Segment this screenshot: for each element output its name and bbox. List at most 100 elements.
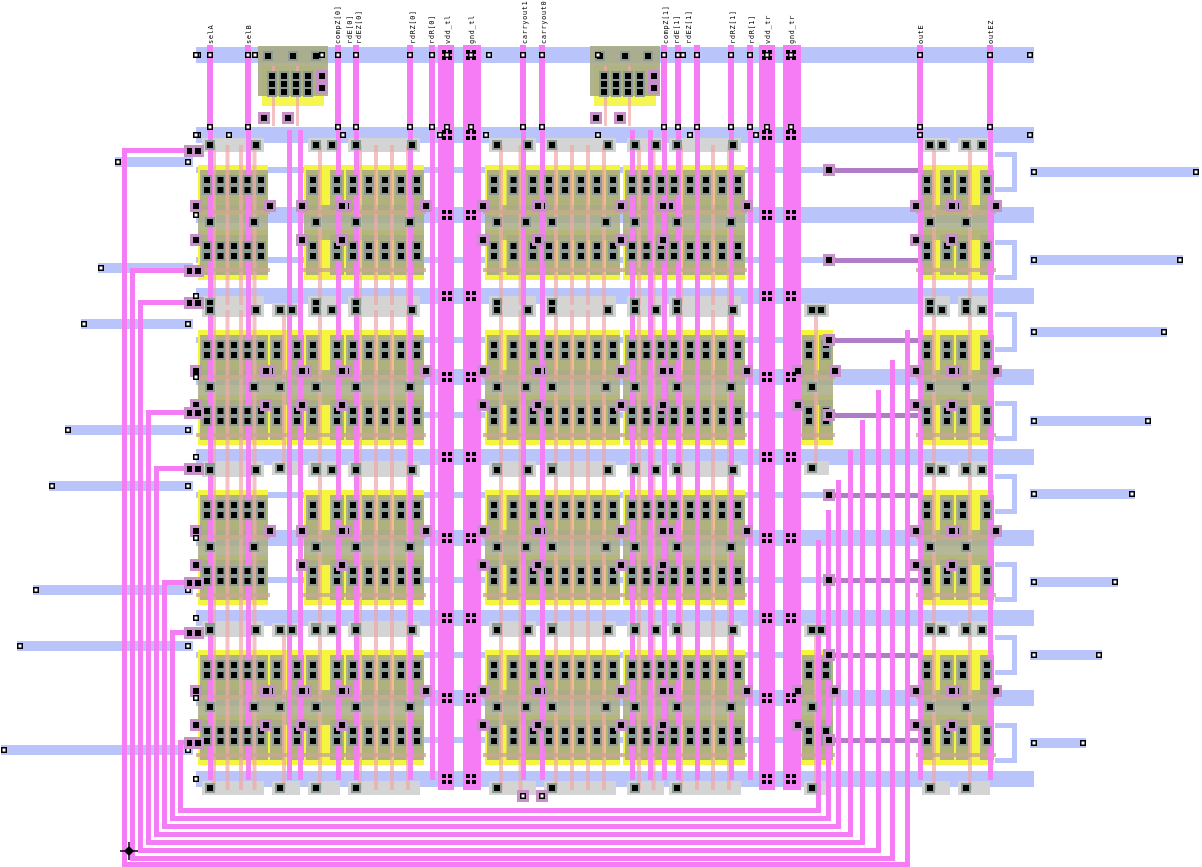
contact-cut	[407, 219, 413, 225]
via-cluster	[466, 378, 470, 382]
contact-cut	[217, 738, 224, 744]
contact-cut	[703, 177, 709, 183]
via-cut	[618, 562, 624, 568]
cursor-center	[124, 846, 134, 856]
contact-cut	[687, 253, 693, 259]
contact-cut	[231, 352, 237, 358]
pdiff-strap	[302, 535, 346, 539]
metal2-loop-wire	[848, 450, 853, 837]
contact-cut	[277, 384, 283, 390]
contact-cut	[629, 352, 635, 358]
contact-cut	[562, 177, 568, 183]
contact-cut	[491, 662, 497, 668]
contact-cut	[525, 307, 531, 313]
contact-cut	[329, 142, 335, 148]
contact-cut	[366, 578, 372, 584]
via-cluster	[448, 452, 452, 456]
via-cluster	[762, 130, 766, 134]
contact-cut	[927, 467, 933, 473]
pdiff-strap	[266, 753, 306, 757]
via-cut	[299, 722, 305, 728]
contact-cut	[510, 662, 517, 668]
contact-cut	[546, 352, 552, 358]
metal2-loop-wire	[130, 268, 190, 273]
contact-cut	[578, 578, 584, 584]
contact-cut	[204, 738, 210, 744]
contact-cut	[719, 408, 725, 414]
contact-cut	[244, 352, 251, 358]
contact-cut	[562, 568, 568, 574]
left-input-wire	[49, 481, 193, 491]
via-cluster	[448, 619, 452, 623]
via-cluster	[786, 533, 790, 537]
contact-cut	[293, 81, 299, 87]
metal1-loop	[995, 562, 1015, 567]
contact-cut	[939, 142, 945, 148]
contact-cut	[643, 738, 650, 744]
contact-cut	[310, 408, 316, 414]
contact-cut	[939, 307, 945, 313]
via-cluster	[466, 458, 470, 462]
metal2-pin-line	[335, 45, 341, 131]
metal1-loop	[995, 670, 1015, 675]
contact-cut	[610, 187, 616, 193]
via-cluster	[762, 619, 766, 623]
contact-cut	[353, 142, 359, 148]
contact-cut	[823, 352, 829, 358]
via-cut	[618, 402, 624, 408]
via-cut	[660, 562, 666, 568]
contact-cut	[350, 578, 356, 584]
via-cut	[285, 115, 291, 121]
contact-cut	[294, 352, 300, 358]
metal2-signal	[430, 130, 435, 780]
contact-cut	[927, 307, 933, 313]
contact-cut	[491, 568, 497, 574]
contact-cut	[562, 418, 568, 424]
via-cut	[667, 528, 673, 534]
contact-cut	[310, 672, 316, 678]
pin-center	[408, 53, 412, 57]
contact-cut	[719, 187, 725, 193]
via-cluster	[792, 130, 796, 134]
contact-cut	[719, 342, 725, 348]
via-cluster	[792, 378, 796, 382]
contact-cut	[610, 568, 616, 574]
metal2-pin-line	[207, 45, 213, 131]
metal2-signal	[695, 130, 700, 780]
contact-cut	[334, 187, 340, 193]
pdiff-strap	[621, 433, 670, 437]
contact-cut	[629, 243, 635, 249]
contact-cut	[204, 243, 210, 249]
contact-cut	[398, 728, 404, 734]
via-cluster	[762, 539, 766, 543]
pdiff-strap	[952, 375, 996, 379]
contact-cut	[231, 253, 237, 259]
contact-cut	[549, 219, 555, 225]
contact-cut	[269, 73, 275, 79]
contact-cut	[231, 662, 237, 668]
contact-cut	[594, 662, 600, 668]
via-cut	[660, 688, 666, 694]
contact-cut	[658, 578, 664, 584]
contact-cut	[927, 785, 933, 791]
contact-cut	[398, 568, 404, 574]
pdiff-strap	[952, 695, 996, 699]
contact-cut	[610, 738, 616, 744]
metal2-loop-wire	[146, 410, 151, 845]
contact-cut	[671, 578, 677, 584]
contact-cut	[253, 142, 259, 148]
contact-cut	[530, 512, 536, 518]
pin-center	[1113, 580, 1117, 584]
contact-cut	[258, 512, 264, 518]
contact-cut	[594, 408, 600, 414]
contact-cut	[735, 578, 741, 584]
contact-cut	[353, 219, 359, 225]
contact-cut	[366, 728, 372, 734]
via-cut	[267, 528, 273, 534]
contact-cut	[414, 578, 420, 584]
contact-cut	[643, 512, 650, 518]
via-cluster	[768, 372, 772, 376]
pin-center	[336, 53, 340, 57]
contact-cut	[809, 465, 815, 471]
